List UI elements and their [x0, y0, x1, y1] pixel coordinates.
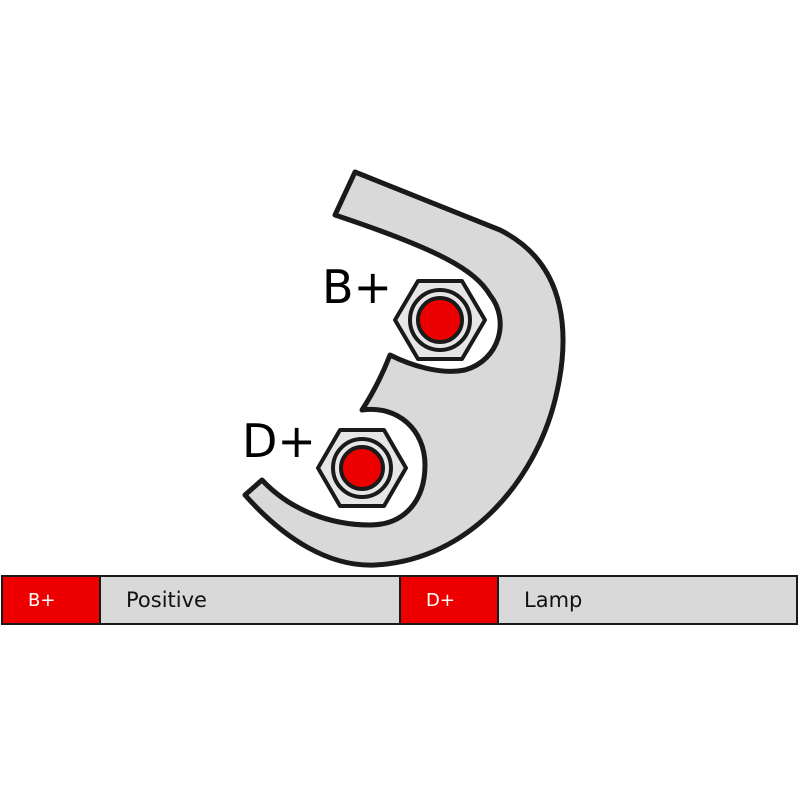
- legend-code-d-plus: D+: [401, 577, 499, 623]
- connector-plate: [242, 169, 566, 568]
- terminal-label-b-plus: B+: [322, 260, 392, 314]
- terminal-stud-icon: [416, 296, 464, 344]
- terminal-stud-icon: [339, 445, 385, 491]
- terminal-d-plus: [316, 428, 408, 508]
- nut-washer: [331, 437, 393, 499]
- legend-code-b-plus: B+: [3, 577, 101, 623]
- legend-description-positive: Positive: [101, 577, 401, 623]
- nut-washer: [408, 288, 472, 352]
- legend-bar: B+ Positive D+ Lamp: [1, 575, 798, 625]
- terminal-label-d-plus: D+: [242, 414, 316, 468]
- legend-description-lamp: Lamp: [524, 588, 583, 612]
- terminal-b-plus: [393, 279, 487, 361]
